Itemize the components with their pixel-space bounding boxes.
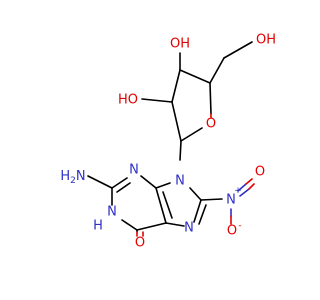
label-oh-c3: OH	[170, 37, 190, 52]
bonds	[87, 41, 255, 237]
label-n9: N	[175, 174, 185, 189]
label-nh2: H2N	[60, 169, 85, 186]
label-ring-o: O	[206, 117, 216, 132]
label-oh-c5: OH	[256, 33, 276, 48]
label-o-nitro-single: O	[227, 224, 237, 239]
label-o-carbonyl: O	[135, 236, 145, 251]
atom-labels: OH HO OH O N N N N H H2N N + O O - O	[60, 33, 276, 251]
label-ho-c2: HO	[118, 93, 138, 108]
label-n1: N	[107, 205, 117, 220]
label-o-nitro-double: O	[255, 165, 265, 180]
label-nitro-minus: -	[238, 221, 241, 231]
molecule-diagram: OH HO OH O N N N N H H2N N + O O - O	[60, 33, 276, 251]
label-n1-h: H	[93, 219, 103, 234]
label-n7: N	[184, 221, 194, 236]
label-nitro-plus: +	[234, 186, 242, 196]
label-n-nitro: N	[226, 193, 236, 208]
label-n3: N	[129, 163, 139, 178]
